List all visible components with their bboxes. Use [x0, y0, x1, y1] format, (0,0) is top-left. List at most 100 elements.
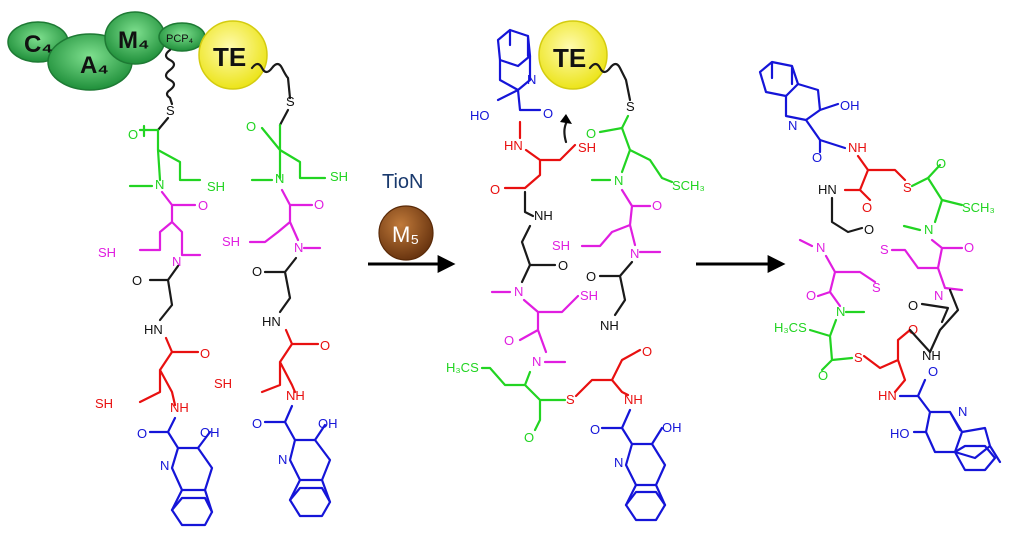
atom-o: O: [314, 197, 324, 212]
ppant-arm-pcp: [164, 48, 176, 106]
module-te-mid: [538, 20, 608, 90]
atom-sh: SH: [552, 238, 570, 253]
atom-o: O: [137, 426, 147, 441]
atom-nh: NH: [170, 400, 189, 415]
atom-n: N: [958, 404, 967, 419]
atom-sh: SH: [578, 140, 596, 155]
atom-sch3: SCH₃: [672, 178, 705, 193]
enzyme-label: TioN: [382, 171, 423, 193]
atom-o: O: [504, 333, 514, 348]
atom-nh: NH: [286, 388, 305, 403]
atom-o: O: [908, 298, 918, 313]
atom-o: O: [198, 198, 208, 213]
atom-nh: NH: [848, 140, 867, 155]
atom-o: O: [862, 200, 872, 215]
atom-n: N: [514, 284, 523, 299]
product-cyclic: OH N O NH O HN O S O SCH₃ N O S N N S O …: [758, 60, 1002, 472]
atom-ho: HO: [470, 108, 490, 123]
atom-o: O: [590, 422, 600, 437]
atom-h3cs: H₃CS: [774, 320, 807, 335]
m5-module: [378, 205, 434, 261]
atom-nh: NH: [624, 392, 643, 407]
atom-h3cs: H₃CS: [446, 360, 479, 375]
atom-n: N: [278, 452, 287, 467]
atom-o: O: [936, 156, 946, 171]
atom-o: O: [543, 106, 553, 121]
peptide-chain-right: S O SH N O SH N O HN O SH NH O OH N: [214, 94, 348, 518]
atom-o: O: [558, 258, 568, 273]
atom-o: O: [642, 344, 652, 359]
m5-label: M₅: [392, 222, 419, 247]
atom-hn: HN: [818, 182, 837, 197]
atom-o: O: [908, 322, 918, 337]
atom-n: N: [630, 246, 639, 261]
atom-o: O: [490, 182, 500, 197]
atom-o: O: [864, 222, 874, 237]
atom-o: O: [806, 288, 816, 303]
atom-n: N: [614, 173, 623, 188]
atom-o: O: [200, 346, 210, 361]
atom-n: N: [836, 304, 845, 319]
module-m4-label: M₄: [118, 27, 149, 54]
atom-s: S: [286, 94, 295, 109]
atom-sh: SH: [580, 288, 598, 303]
atom-o: O: [586, 269, 596, 284]
atom-n: N: [172, 254, 181, 269]
atom-o: O: [320, 338, 330, 353]
module-te: [198, 20, 268, 90]
atom-n: N: [275, 171, 284, 186]
atom-oh: OH: [318, 416, 338, 431]
atom-n: N: [532, 354, 541, 369]
ppant-arm-te: [250, 62, 292, 100]
atom-o: O: [524, 430, 534, 445]
atom-hn: HN: [262, 314, 281, 329]
module-c4-label: C₄: [24, 31, 53, 58]
atom-o: O: [586, 126, 596, 141]
atom-sh: SH: [207, 179, 225, 194]
module-te-mid-label: TE: [553, 43, 586, 73]
atom-o: O: [128, 127, 138, 142]
atom-o: O: [652, 198, 662, 213]
atom-n: N: [816, 240, 825, 255]
atom-nh: NH: [600, 318, 619, 333]
atom-n: N: [155, 177, 164, 192]
atom-n: N: [294, 240, 303, 255]
atom-n: N: [788, 118, 797, 133]
nrps-modules: C₄ A₄ M₄ PCP₄ TE: [7, 11, 268, 91]
atom-o: O: [252, 264, 262, 279]
atom-oh: OH: [200, 425, 220, 440]
module-pcp4-label: PCP₄: [166, 33, 194, 45]
atom-n: N: [614, 455, 623, 470]
atom-o: O: [252, 416, 262, 431]
atom-n: N: [160, 458, 169, 473]
reaction-step-1: TioN M₅: [368, 171, 456, 273]
atom-sch3: SCH₃: [962, 200, 995, 215]
atom-s: S: [626, 99, 635, 114]
atom-n: N: [924, 222, 933, 237]
atom-sh: SH: [330, 169, 348, 184]
atom-hn: HN: [504, 138, 523, 153]
atom-sh: SH: [98, 245, 116, 260]
atom-s: S: [854, 350, 863, 365]
atom-oh: OH: [840, 98, 860, 113]
atom-o: O: [246, 119, 256, 134]
atom-s: S: [903, 180, 912, 195]
atom-o: O: [964, 240, 974, 255]
atom-oh: OH: [662, 420, 682, 435]
atom-ho: HO: [890, 426, 910, 441]
module-a4-label: A₄: [80, 52, 109, 79]
intermediate: TE S N HO O HN SH O NH O N SH O N H₃CS O…: [446, 20, 705, 522]
atom-nh: NH: [922, 348, 941, 363]
atom-s: S: [872, 280, 881, 295]
atom-n: N: [527, 72, 536, 87]
module-te-label: TE: [213, 42, 246, 72]
atom-s: S: [880, 242, 889, 257]
atom-n: N: [934, 288, 943, 303]
atom-nh: NH: [534, 208, 553, 223]
atom-o: O: [818, 368, 828, 383]
atom-o: O: [132, 273, 142, 288]
atom-sh: SH: [95, 396, 113, 411]
atom-hn: HN: [144, 322, 163, 337]
